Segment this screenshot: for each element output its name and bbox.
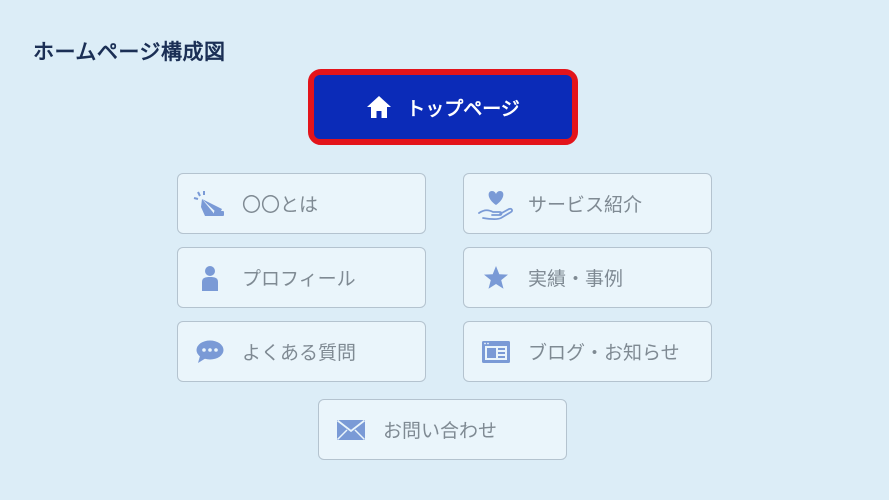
browser-window-icon bbox=[464, 340, 528, 364]
page-card-label: お問い合わせ bbox=[383, 420, 498, 442]
page-card-label: 〇〇とは bbox=[242, 194, 319, 216]
megaphone-icon bbox=[178, 189, 242, 219]
page-card-label: ブログ・お知らせ bbox=[528, 342, 680, 364]
heart-hand-icon bbox=[464, 187, 528, 221]
home-icon bbox=[366, 95, 392, 119]
page-card-about[interactable]: 〇〇とは bbox=[177, 173, 426, 234]
envelope-icon bbox=[319, 419, 383, 441]
page-card-faq[interactable]: よくある質問 bbox=[177, 321, 426, 382]
page-card-contact[interactable]: お問い合わせ bbox=[318, 399, 567, 460]
page-card-label: プロフィール bbox=[242, 268, 356, 290]
page-card-services[interactable]: サービス紹介 bbox=[463, 173, 712, 234]
page-card-label: サービス紹介 bbox=[528, 194, 643, 216]
top-page-button[interactable]: トップページ bbox=[308, 69, 578, 145]
page-card-works[interactable]: 実績・事例 bbox=[463, 247, 712, 308]
page-card-label: 実績・事例 bbox=[528, 268, 624, 290]
star-icon bbox=[464, 265, 528, 291]
chat-bubble-icon bbox=[178, 340, 242, 364]
page-card-profile[interactable]: プロフィール bbox=[177, 247, 426, 308]
person-icon bbox=[178, 265, 242, 291]
page-title: ホームページ構成図 bbox=[33, 40, 226, 64]
page-card-label: よくある質問 bbox=[242, 342, 357, 364]
page-card-blog[interactable]: ブログ・お知らせ bbox=[463, 321, 712, 382]
top-page-label: トップページ bbox=[406, 97, 520, 120]
